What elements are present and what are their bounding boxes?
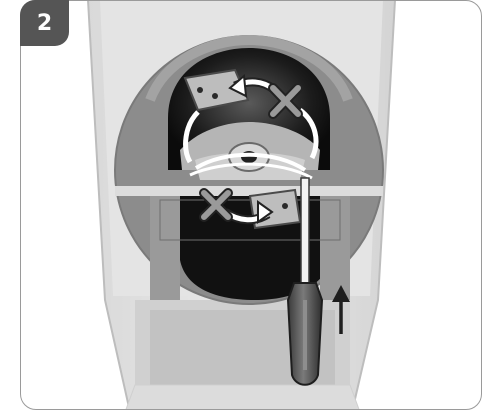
step-number: 2 <box>37 11 52 36</box>
step-number-badge: 2 <box>20 0 69 46</box>
lid-seam <box>115 186 383 196</box>
